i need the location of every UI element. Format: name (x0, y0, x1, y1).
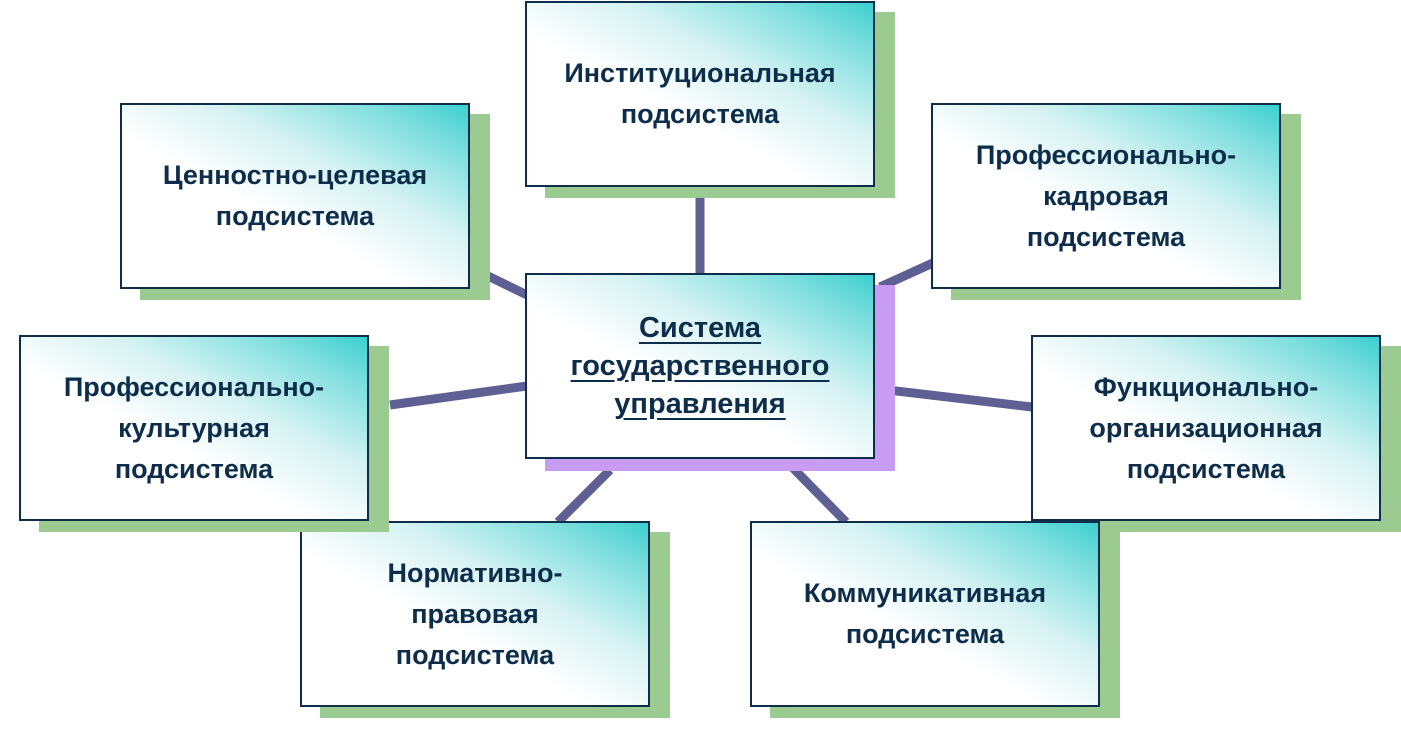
connector-normative-legal (554, 466, 614, 526)
subsystem-professional-staff: Профессионально- кадровая подсистема (931, 103, 1301, 300)
subsystem-normative-legal: Нормативно- правовая подсистема (300, 521, 670, 718)
connector-functional-organizational (887, 385, 1033, 412)
subsystem-communicative: Коммуникативная подсистема (750, 521, 1120, 718)
subsystem-value-goal-label: Ценностно-целевая подсистема (162, 160, 428, 231)
subsystem-functional-organizational-box: Функционально- организационная подсистем… (1031, 335, 1381, 521)
subsystem-normative-legal-box: Нормативно- правовая подсистема (300, 521, 650, 707)
subsystem-professional-cultural-label: Профессионально- культурная подсистема (63, 371, 325, 484)
central-node-label: Система государственного управления (570, 312, 830, 420)
subsystem-professional-cultural: Профессионально- культурная подсистема (19, 335, 389, 532)
subsystem-communicative-label: Коммуникативная подсистема (803, 578, 1047, 649)
connector-professional-cultural (389, 381, 528, 410)
subsystem-normative-legal-label: Нормативно- правовая подсистема (387, 557, 563, 670)
subsystem-institutional-label: Институциональная подсистема (564, 58, 836, 129)
subsystem-institutional: Институциональная подсистема (525, 1, 895, 198)
subsystem-functional-organizational-label: Функционально- организационная подсистем… (1089, 371, 1323, 484)
subsystem-functional-organizational: Функционально- организационная подсистем… (1031, 335, 1401, 532)
subsystem-professional-cultural-box: Профессионально- культурная подсистема (19, 335, 369, 521)
subsystem-professional-staff-box: Профессионально- кадровая подсистема (931, 103, 1281, 289)
subsystem-communicative-box: Коммуникативная подсистема (750, 521, 1100, 707)
central-node-box: Система государственного управления (525, 273, 875, 459)
subsystem-professional-staff-label: Профессионально- кадровая подсистема (975, 139, 1237, 252)
connector-communicative (786, 461, 850, 526)
connector-value-goal (486, 271, 529, 300)
connector-professional-staff (878, 257, 937, 292)
subsystem-institutional-box: Институциональная подсистема (525, 1, 875, 187)
subsystem-value-goal-box: Ценностно-целевая подсистема (120, 103, 470, 289)
central-node: Система государственного управления (525, 273, 895, 471)
subsystem-value-goal: Ценностно-целевая подсистема (120, 103, 490, 300)
